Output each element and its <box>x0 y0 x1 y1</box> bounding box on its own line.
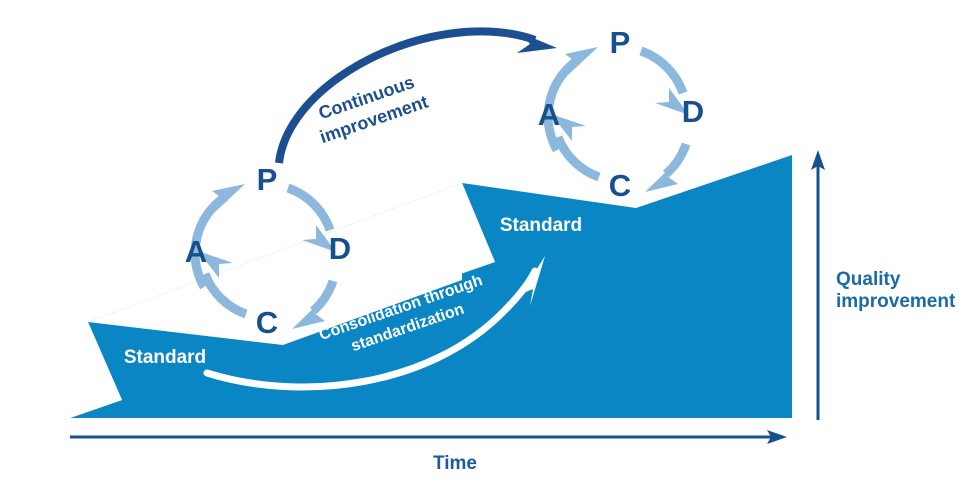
upper-cycle-white-bay <box>462 120 792 208</box>
upper-standard-label: Standard <box>500 215 582 236</box>
ramp-group <box>70 120 792 418</box>
upper-cycle-arrow-c-to-a <box>553 135 601 182</box>
y-axis-arrowhead <box>811 150 825 170</box>
upper-cycle-arrowhead-d <box>655 88 689 115</box>
x-axis-label: Time <box>433 453 477 474</box>
lower-cycle-arrowhead-p <box>212 184 245 212</box>
lower-cycle-arrowhead-c <box>292 300 325 329</box>
x-axis-group: Time <box>70 430 787 474</box>
upper-cycle-arrow-a-to-p <box>543 56 581 153</box>
lower-cycle-group: P D C A <box>185 162 351 340</box>
lower-cycle-white-bay <box>88 183 462 345</box>
lower-cycle-arrowhead-d <box>302 225 336 252</box>
upper-cycle-letter-p: P <box>610 25 631 60</box>
lower-cycle-arrow-a-to-p <box>190 193 228 290</box>
upper-cycle-group: P D C A <box>538 25 704 203</box>
upper-cycle-letter-c: C <box>609 168 631 203</box>
continuous-improvement-arrow-shaft <box>275 27 537 164</box>
y-axis-group: Quality improvement <box>811 150 956 420</box>
lower-cycle-letter-p: P <box>257 162 278 197</box>
lower-standard-label: Standard <box>124 347 206 368</box>
lower-cycle-arrow-c-to-a <box>200 272 248 319</box>
x-axis-arrowhead <box>767 430 787 444</box>
y-axis-label-line2: improvement <box>836 291 956 312</box>
upper-cycle-letter-d: D <box>682 94 704 129</box>
y-axis-label-line1: Quality <box>836 269 901 290</box>
upper-cycle-letter-a: A <box>538 97 560 132</box>
upper-cycle-arrow-p-to-d <box>639 46 688 95</box>
lower-cycle-letter-d: D <box>329 231 351 266</box>
continuous-improvement-arrowhead <box>517 33 557 53</box>
lower-cycle-arrowhead-a <box>198 251 233 278</box>
lower-cycle-letter-c: C <box>256 305 278 340</box>
consolidation-arrow-group <box>203 256 545 391</box>
lower-wedge-tail-notch <box>70 322 122 418</box>
upper-cycle-arrowhead-p <box>565 47 598 75</box>
consolidation-arrow-shaft <box>203 267 539 391</box>
consolidation-arrowhead <box>521 256 545 306</box>
lower-cycle-arrow-p-to-d <box>286 183 335 232</box>
upper-wedge-shape <box>443 155 792 418</box>
lower-cycle-letter-a: A <box>185 234 207 269</box>
upper-cycle-arrowhead-c <box>645 163 678 192</box>
upper-cycle-arrowhead-a <box>551 114 586 141</box>
